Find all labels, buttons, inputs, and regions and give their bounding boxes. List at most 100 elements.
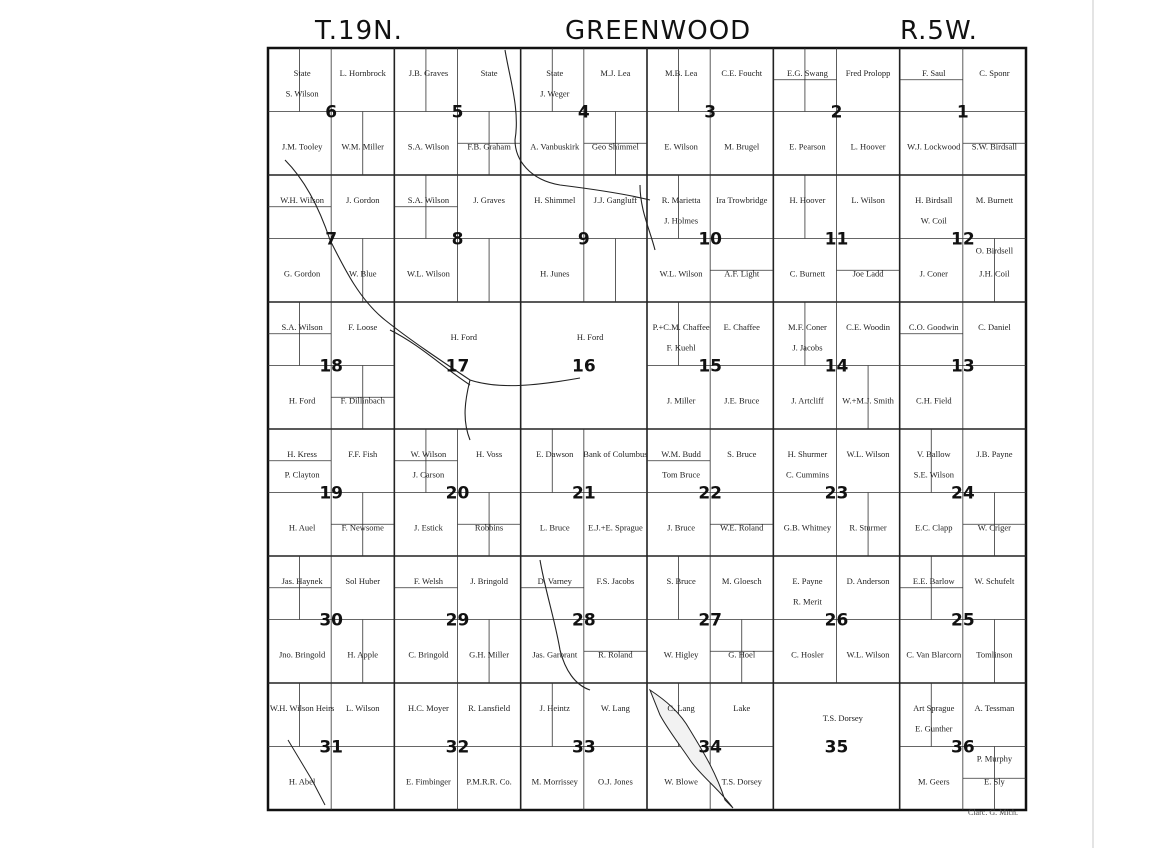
owner-label: H. Auel xyxy=(289,523,316,533)
owner-label: J.B. Graves xyxy=(409,68,448,78)
owner-label: V. Ballow xyxy=(917,449,952,459)
section-number: 10 xyxy=(698,230,722,250)
railroad xyxy=(287,739,326,806)
owner-label: E. Chaffee xyxy=(724,322,760,332)
owner-label: W.L. Wilson xyxy=(847,449,891,459)
owner-label: F. Kuehl xyxy=(667,342,697,352)
owner-label: H. Birdsall xyxy=(915,195,953,205)
section-number: 25 xyxy=(951,611,975,631)
owner-label: T.S. Dorsey xyxy=(722,777,763,787)
section-number: 33 xyxy=(572,738,596,758)
owner-label: R. Marietta xyxy=(662,195,701,205)
owner-label: J.B. Payne xyxy=(976,449,1012,459)
section-number: 2 xyxy=(831,103,843,123)
section-number: 18 xyxy=(319,357,343,377)
owner-label: F.F. Fish xyxy=(348,449,378,459)
owner-label: J. Gordon xyxy=(346,195,380,205)
owner-label: Geo Shimmel xyxy=(592,142,640,152)
owner-label: W. Blowe xyxy=(664,777,698,787)
owner-label: H. Shimmel xyxy=(534,195,576,205)
section-number: 28 xyxy=(572,611,596,631)
owner-label: F. Welsh xyxy=(414,576,444,586)
owner-label: W.H. Wilson xyxy=(280,195,325,205)
owner-label: H. Ford xyxy=(577,332,604,342)
owner-label: J.M. Tooley xyxy=(282,142,323,152)
owner-label: H. Shurmer xyxy=(788,449,828,459)
section-number: 6 xyxy=(325,103,337,123)
owner-label: P. Clayton xyxy=(285,469,321,479)
owner-label: State xyxy=(546,68,563,78)
owner-label: Jno. Bringold xyxy=(279,650,326,660)
owner-label: J. Graves xyxy=(473,195,505,205)
section-number: 21 xyxy=(572,484,596,504)
owner-label: M. Burnett xyxy=(976,195,1014,205)
section-number: 23 xyxy=(825,484,849,504)
owner-label: Ira Trowbridge xyxy=(716,195,767,205)
owner-label: W. Lang xyxy=(601,703,631,713)
owner-label: G. Hoel xyxy=(728,650,756,660)
owner-label: C.E. Woodin xyxy=(846,322,891,332)
owner-label: M. Morrissey xyxy=(532,777,579,787)
owner-label: H. Kress xyxy=(287,449,317,459)
owner-label: J. Bringold xyxy=(470,576,509,586)
owner-label: O.J. Jones xyxy=(598,777,633,787)
owner-label: J.E. Bruce xyxy=(724,396,759,406)
owner-label: S.A. Wilson xyxy=(408,142,450,152)
owner-label: L. Wilson xyxy=(346,703,380,713)
owner-label: State xyxy=(294,68,311,78)
page-edge xyxy=(1092,0,1094,848)
owner-label: F.B. Graham xyxy=(467,142,511,152)
owner-label: R. Lansfield xyxy=(468,703,511,713)
section-number: 19 xyxy=(319,484,343,504)
owner-label: H.C. Moyer xyxy=(408,703,449,713)
owner-label: Tomlinson xyxy=(976,650,1013,660)
owner-label: W.H. Wilson Heirs xyxy=(270,703,334,713)
owner-label: C. Sponr xyxy=(979,68,1009,78)
owner-label: R. Roland xyxy=(598,650,633,660)
owner-label: H. Voss xyxy=(476,449,502,459)
owner-label: W. Criger xyxy=(978,523,1011,533)
owner-label: W. Wilson xyxy=(411,449,447,459)
owner-label: Robbins xyxy=(475,523,503,533)
stream xyxy=(539,559,591,691)
section-number: 34 xyxy=(698,738,722,758)
owner-label: J. Coner xyxy=(920,269,949,279)
owner-label: S. Bruce xyxy=(666,576,696,586)
owner-label: P. Murphy xyxy=(977,754,1013,764)
owner-label: W. Coil xyxy=(921,215,948,225)
owner-label: S.W. Birdsall xyxy=(972,142,1018,152)
owner-label: M.B. Lea xyxy=(665,68,698,78)
section-number: 29 xyxy=(446,611,470,631)
owner-label: Tom Bruce xyxy=(662,469,700,479)
stream xyxy=(389,329,471,386)
map-title: GREENWOOD xyxy=(565,16,752,46)
owner-label: A. Tessman xyxy=(974,703,1015,713)
owner-label: S.A. Wilson xyxy=(281,322,323,332)
section-number: 5 xyxy=(452,103,464,123)
owner-label: J. Artcliff xyxy=(791,396,824,406)
owner-label: M. Brugel xyxy=(724,142,760,152)
owner-label: J. Estick xyxy=(414,523,444,533)
owner-label: O. Birdsell xyxy=(976,246,1014,256)
owner-label: F. Loose xyxy=(348,322,377,332)
section-number: 27 xyxy=(698,611,722,631)
owner-label: J.H. Coil xyxy=(979,269,1010,279)
owner-label: J. Miller xyxy=(667,396,696,406)
section-number: 31 xyxy=(319,738,343,758)
owner-label: J. Carson xyxy=(413,469,445,479)
owner-label: E.G. Swang xyxy=(787,68,829,78)
lake xyxy=(648,688,734,809)
owner-label: Sol Huber xyxy=(345,576,380,586)
owner-label: E. Fimbinger xyxy=(406,777,451,787)
stream xyxy=(464,379,471,441)
owner-label: J. Bruce xyxy=(667,523,695,533)
section-number: 22 xyxy=(698,484,722,504)
section-number: 32 xyxy=(446,738,470,758)
owner-label: W. Higley xyxy=(664,650,699,660)
owner-label: C.E. Foucht xyxy=(721,68,762,78)
owner-label: A. Vanbuskirk xyxy=(530,142,580,152)
owner-label: F. Saul xyxy=(922,68,946,78)
owner-label: Fred Prolopp xyxy=(846,68,891,78)
